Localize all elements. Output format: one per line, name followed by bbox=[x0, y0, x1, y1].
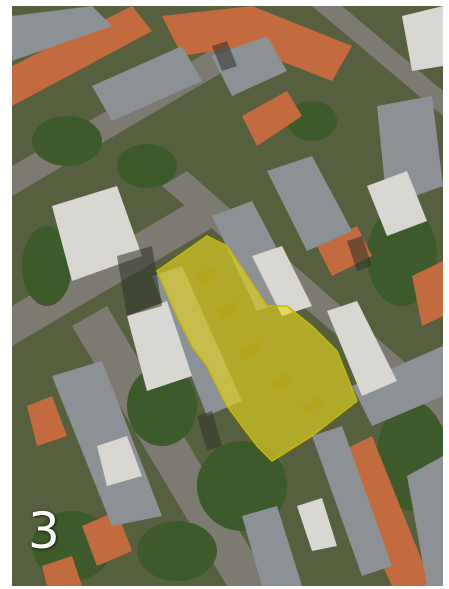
building-shadows bbox=[117, 41, 372, 451]
aerial-photo bbox=[12, 6, 443, 586]
light-roofs bbox=[52, 6, 443, 551]
highlighted-block bbox=[156, 235, 358, 462]
panel-number-label: 3 bbox=[28, 502, 60, 560]
aerial-map: 3 bbox=[12, 6, 443, 586]
vegetation bbox=[22, 101, 443, 581]
